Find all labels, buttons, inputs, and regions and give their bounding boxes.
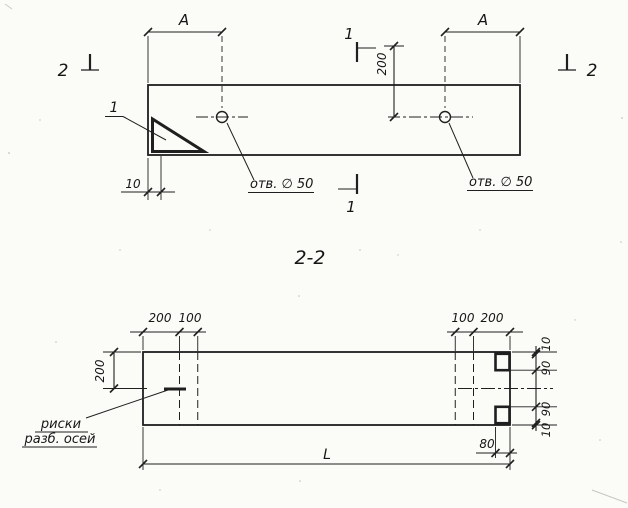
dim-top-left-200: 200 [149, 311, 172, 325]
axis-note: риски разб. осей [22, 389, 169, 448]
axis-note-line1: риски [40, 417, 81, 432]
section2-right-label: 2 [587, 61, 598, 81]
dim-a-right-label: A [477, 11, 488, 29]
hole-right [388, 110, 473, 124]
dim-top-right-100: 100 [452, 311, 475, 325]
dims-top-right: 100 200 [447, 311, 523, 351]
hole-left [196, 110, 248, 124]
hole-note-left: отв. ∅ 50 [226, 122, 314, 193]
hole-note-left-label: отв. ∅ 50 [250, 177, 313, 192]
section1-top-label: 1 [344, 25, 354, 43]
dim-right-90-top: 90 [539, 361, 553, 376]
groove-bottom [494, 405, 511, 425]
axis-note-line2: разб. осей [24, 432, 96, 447]
hole-right-circle [438, 110, 452, 124]
topleft-scan-mark [4, 3, 13, 10]
dim-a-left: A [143, 11, 227, 108]
dim-top-left-100: 100 [179, 311, 202, 325]
dim-a-right: A [440, 11, 525, 108]
corner-scan-mark [591, 489, 628, 504]
dim-80: 80 [476, 427, 517, 458]
corner-detail-triangle [151, 116, 210, 153]
dim-right-10-bottom: 10 [539, 423, 553, 438]
section-view: 2-2 200 200 100 [22, 247, 557, 470]
hole-note-right: отв. ∅ 50 [448, 122, 533, 191]
groove-top [494, 352, 511, 372]
paper-speckles [8, 117, 623, 491]
section2-mark-right: 2 [558, 54, 597, 81]
dim-200-section-label: 200 [93, 359, 107, 382]
hole-left-circle [215, 110, 229, 124]
detail-callout-label: 1 [110, 100, 119, 116]
plan-view: 1 A A [58, 11, 598, 216]
section1-bottom-label: 1 [346, 198, 356, 216]
beam-outline [147, 84, 521, 156]
section1-mark-top: 1 [344, 25, 376, 62]
dim-80-label: 80 [479, 437, 495, 451]
section2-mark-left: 2 [58, 54, 99, 81]
hole-note-right-label: отв. ∅ 50 [469, 175, 532, 190]
dims-top-left: 200 100 [130, 311, 206, 351]
dim-200-plan: 200 [375, 41, 404, 122]
dim-length-label: L [323, 447, 331, 463]
dim-length: L [138, 427, 515, 470]
section1-mark-bottom: 1 [338, 174, 359, 216]
dim-200-section-left: 200 [93, 347, 141, 394]
section2-left-label: 2 [58, 61, 69, 81]
dim-a-left-label: A [178, 11, 189, 29]
detail-callout-1: 1 [105, 100, 167, 141]
dims-right-chain: 10 90 90 10 [511, 337, 557, 438]
dim-10-plan: 10 [121, 156, 175, 200]
section-title: 2-2 [294, 247, 325, 269]
dim-right-10-top: 10 [539, 337, 553, 352]
dim-right-90-bottom: 90 [539, 402, 553, 417]
dim-top-right-200: 200 [481, 311, 504, 325]
dim-200-plan-label: 200 [375, 52, 389, 75]
dim-10-label: 10 [125, 177, 141, 191]
